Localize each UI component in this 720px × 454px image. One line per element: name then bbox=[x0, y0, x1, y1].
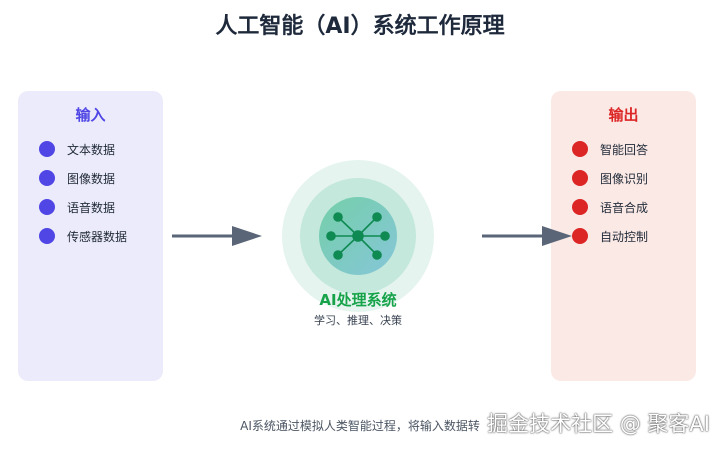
bullet-dot-icon bbox=[572, 170, 588, 186]
input-panel: 输入 文本数据 图像数据 语音数据 传感器数据 bbox=[18, 91, 163, 381]
input-item-label: 传感器数据 bbox=[67, 230, 128, 244]
bullet-dot-icon bbox=[39, 170, 55, 186]
neural-network-icon bbox=[326, 212, 390, 260]
output-panel-heading: 输出 bbox=[608, 106, 639, 124]
bullet-dot-icon bbox=[572, 141, 588, 157]
output-panel: 输出 智能回答 图像识别 语音合成 自动控制 bbox=[551, 91, 696, 381]
output-item-label: 语音合成 bbox=[600, 201, 649, 215]
page-title: 人工智能（AI）系统工作原理 bbox=[215, 14, 505, 39]
input-arrow-icon bbox=[172, 226, 262, 246]
output-item-label: 图像识别 bbox=[600, 172, 649, 186]
bullet-dot-icon bbox=[39, 228, 55, 244]
input-item-label: 图像数据 bbox=[67, 172, 116, 186]
center-subtitle: 学习、推理、决策 bbox=[314, 314, 402, 327]
output-item-label: 自动控制 bbox=[600, 230, 649, 244]
input-item-label: 文本数据 bbox=[67, 143, 116, 157]
bullet-dot-icon bbox=[572, 199, 588, 215]
watermark: 掘金技术社区 @ 聚客AI bbox=[487, 412, 710, 436]
bullet-dot-icon bbox=[572, 228, 588, 244]
ai-processing-node bbox=[282, 160, 434, 312]
footer-caption: AI系统通过模拟人类智能过程，将输入数据转 bbox=[240, 419, 480, 433]
center-title: AI处理系统 bbox=[319, 291, 397, 309]
output-item-label: 智能回答 bbox=[600, 143, 649, 157]
bullet-dot-icon bbox=[39, 199, 55, 215]
input-panel-heading: 输入 bbox=[75, 106, 106, 124]
bullet-dot-icon bbox=[39, 141, 55, 157]
input-item-label: 语音数据 bbox=[67, 201, 116, 215]
output-arrow-icon bbox=[482, 226, 572, 246]
